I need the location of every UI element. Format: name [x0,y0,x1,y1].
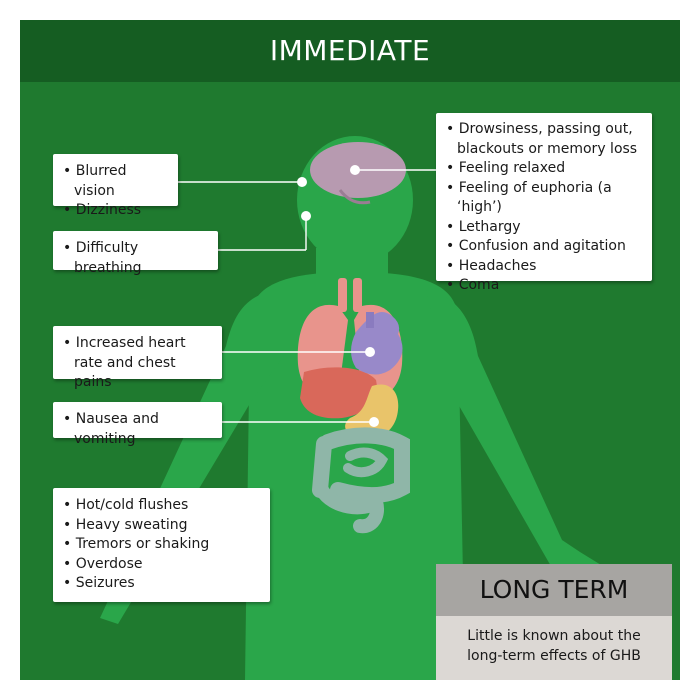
liver-organ [300,367,377,419]
body-effects-box: Hot/cold flushes Heavy sweating Tremors … [53,488,270,602]
long-term-header: LONG TERM [436,564,672,616]
heart-effects-box: Increased heart rate and chest pains [53,326,222,390]
trachea-organ [338,278,362,312]
effect-item: Feeling relaxed [446,159,642,179]
effect-item: Blurred vision [63,162,168,201]
stomach-organ [345,384,399,439]
breathing-effects-box: Difficulty breathing [53,231,218,276]
long-term-text: Little is known about the long-term effe… [467,628,641,664]
effect-item: Increased heart rate and chest pains [63,334,212,393]
infographic-panel: IMMEDIATE [20,20,680,680]
long-term-title: LONG TERM [479,575,629,604]
effect-item: Confusion and agitation [446,237,642,257]
effect-item: Heavy sweating [63,516,260,536]
effect-item: Lethargy [446,218,642,238]
connector-dots [297,165,379,427]
effect-item: Coma [446,276,642,296]
effect-item: Overdose [63,555,260,575]
effect-item: Difficulty breathing [63,239,208,278]
header-bar: IMMEDIATE [20,20,680,82]
effect-item: Hot/cold flushes [63,496,260,516]
effect-item: Nausea and vomiting [63,410,212,449]
effect-item: Tremors or shaking [63,535,260,555]
connector-lines [178,169,438,423]
stomach-effects-box: Nausea and vomiting [53,402,222,447]
human-body-illustration [100,136,606,680]
effect-item: Seizures [63,574,260,594]
brain-effects-box: Drowsiness, passing out, blackouts or me… [436,113,652,293]
intestines-organ [312,427,410,534]
page-title: IMMEDIATE [269,34,431,67]
effect-item: Feeling of euphoria (a ‘high’) [446,179,642,218]
long-term-panel: LONG TERM Little is known about the long… [436,564,672,680]
heart-organ [351,312,403,375]
vision-effects-box: Blurred vision Dizziness [53,154,178,218]
effect-item: Dizziness [63,201,168,221]
effect-item: Drowsiness, passing out, blackouts or me… [446,120,642,159]
effect-item: Headaches [446,257,642,277]
